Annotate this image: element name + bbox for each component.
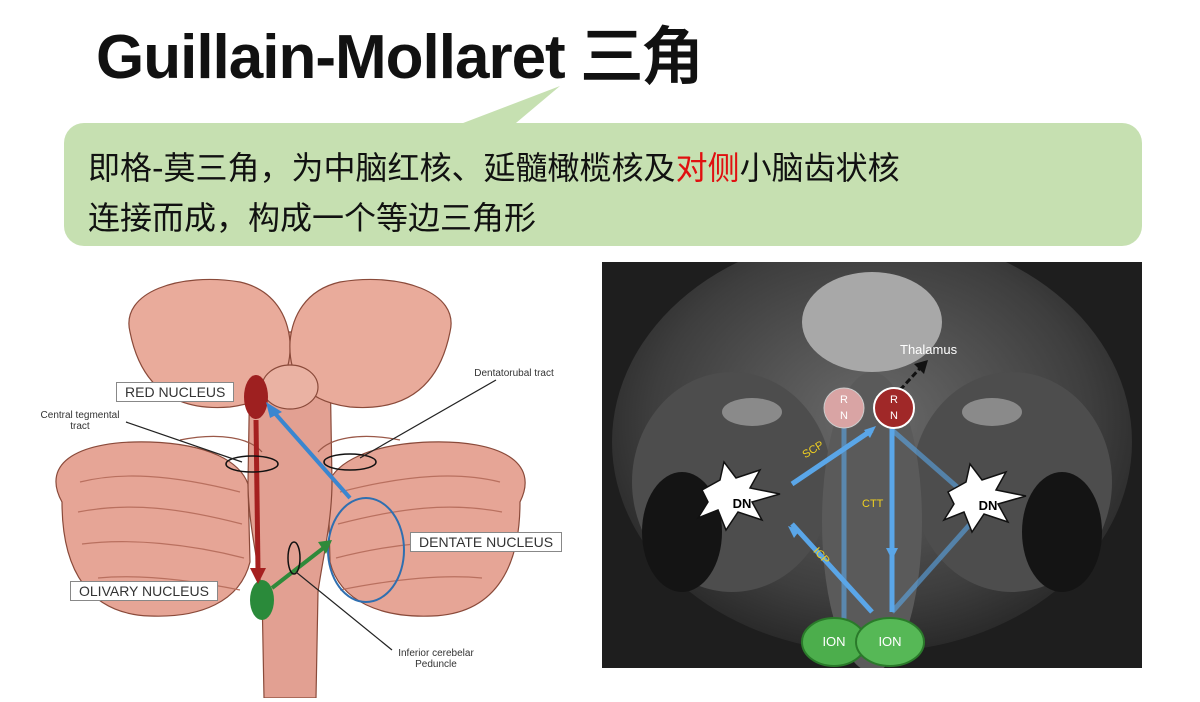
label-ctt: CTT <box>862 498 884 510</box>
mri-coronal-drawing <box>602 232 1142 672</box>
label-ion-right: ION <box>878 634 902 649</box>
page-title: Guillain-Mollaret 三角 <box>96 23 704 92</box>
label-central-tegmental-tract: Central tegmental tract <box>40 410 120 432</box>
label-dn-right: DN <box>978 498 998 513</box>
label-dentate-nucleus: DENTATE NUCLEUS <box>410 532 563 552</box>
callout-line-2: 连接而成，构成一个等边三角形 <box>88 199 537 237</box>
label-rn-right: R N <box>890 394 898 422</box>
definition-callout: 即格-莫三角，为中脑红核、延髓橄榄核及对侧小脑齿状核 连接而成，构成一个等边三角… <box>64 123 1142 246</box>
callout-line-1-pre: 即格-莫三角，为中脑红核、延髓橄榄核及 <box>88 149 676 187</box>
label-olivary-nucleus: OLIVARY NUCLEUS <box>70 581 218 601</box>
callout-line-1: 即格-莫三角，为中脑红核、延髓橄榄核及对侧小脑齿状核 <box>88 143 1118 193</box>
label-ion-left: ION <box>822 634 846 649</box>
label-inferior-cerebelar-peduncle: Inferior cerebelar Peduncle <box>398 648 474 670</box>
label-red-nucleus: RED NUCLEUS <box>116 382 235 402</box>
label-dentatorubal-tract: Dentatorubal tract <box>474 368 554 379</box>
label-thalamus: Thalamus <box>900 342 958 357</box>
brainstem-cerebellum-drawing <box>55 278 526 699</box>
callout-line-1-post: 小脑齿状核 <box>739 149 900 187</box>
callout-tail <box>450 86 560 128</box>
label-rn-left: R N <box>840 394 848 422</box>
label-dn-left: DN <box>732 496 752 511</box>
anatomy-illustration: RED NUCLEUS DENTATE NUCLEUS OLIVARY NUCL… <box>0 262 600 699</box>
mri-image: Thalamus R N R N SCP ICP CTT DN DN ION I… <box>602 232 1142 672</box>
callout-highlight: 对侧 <box>675 149 740 187</box>
